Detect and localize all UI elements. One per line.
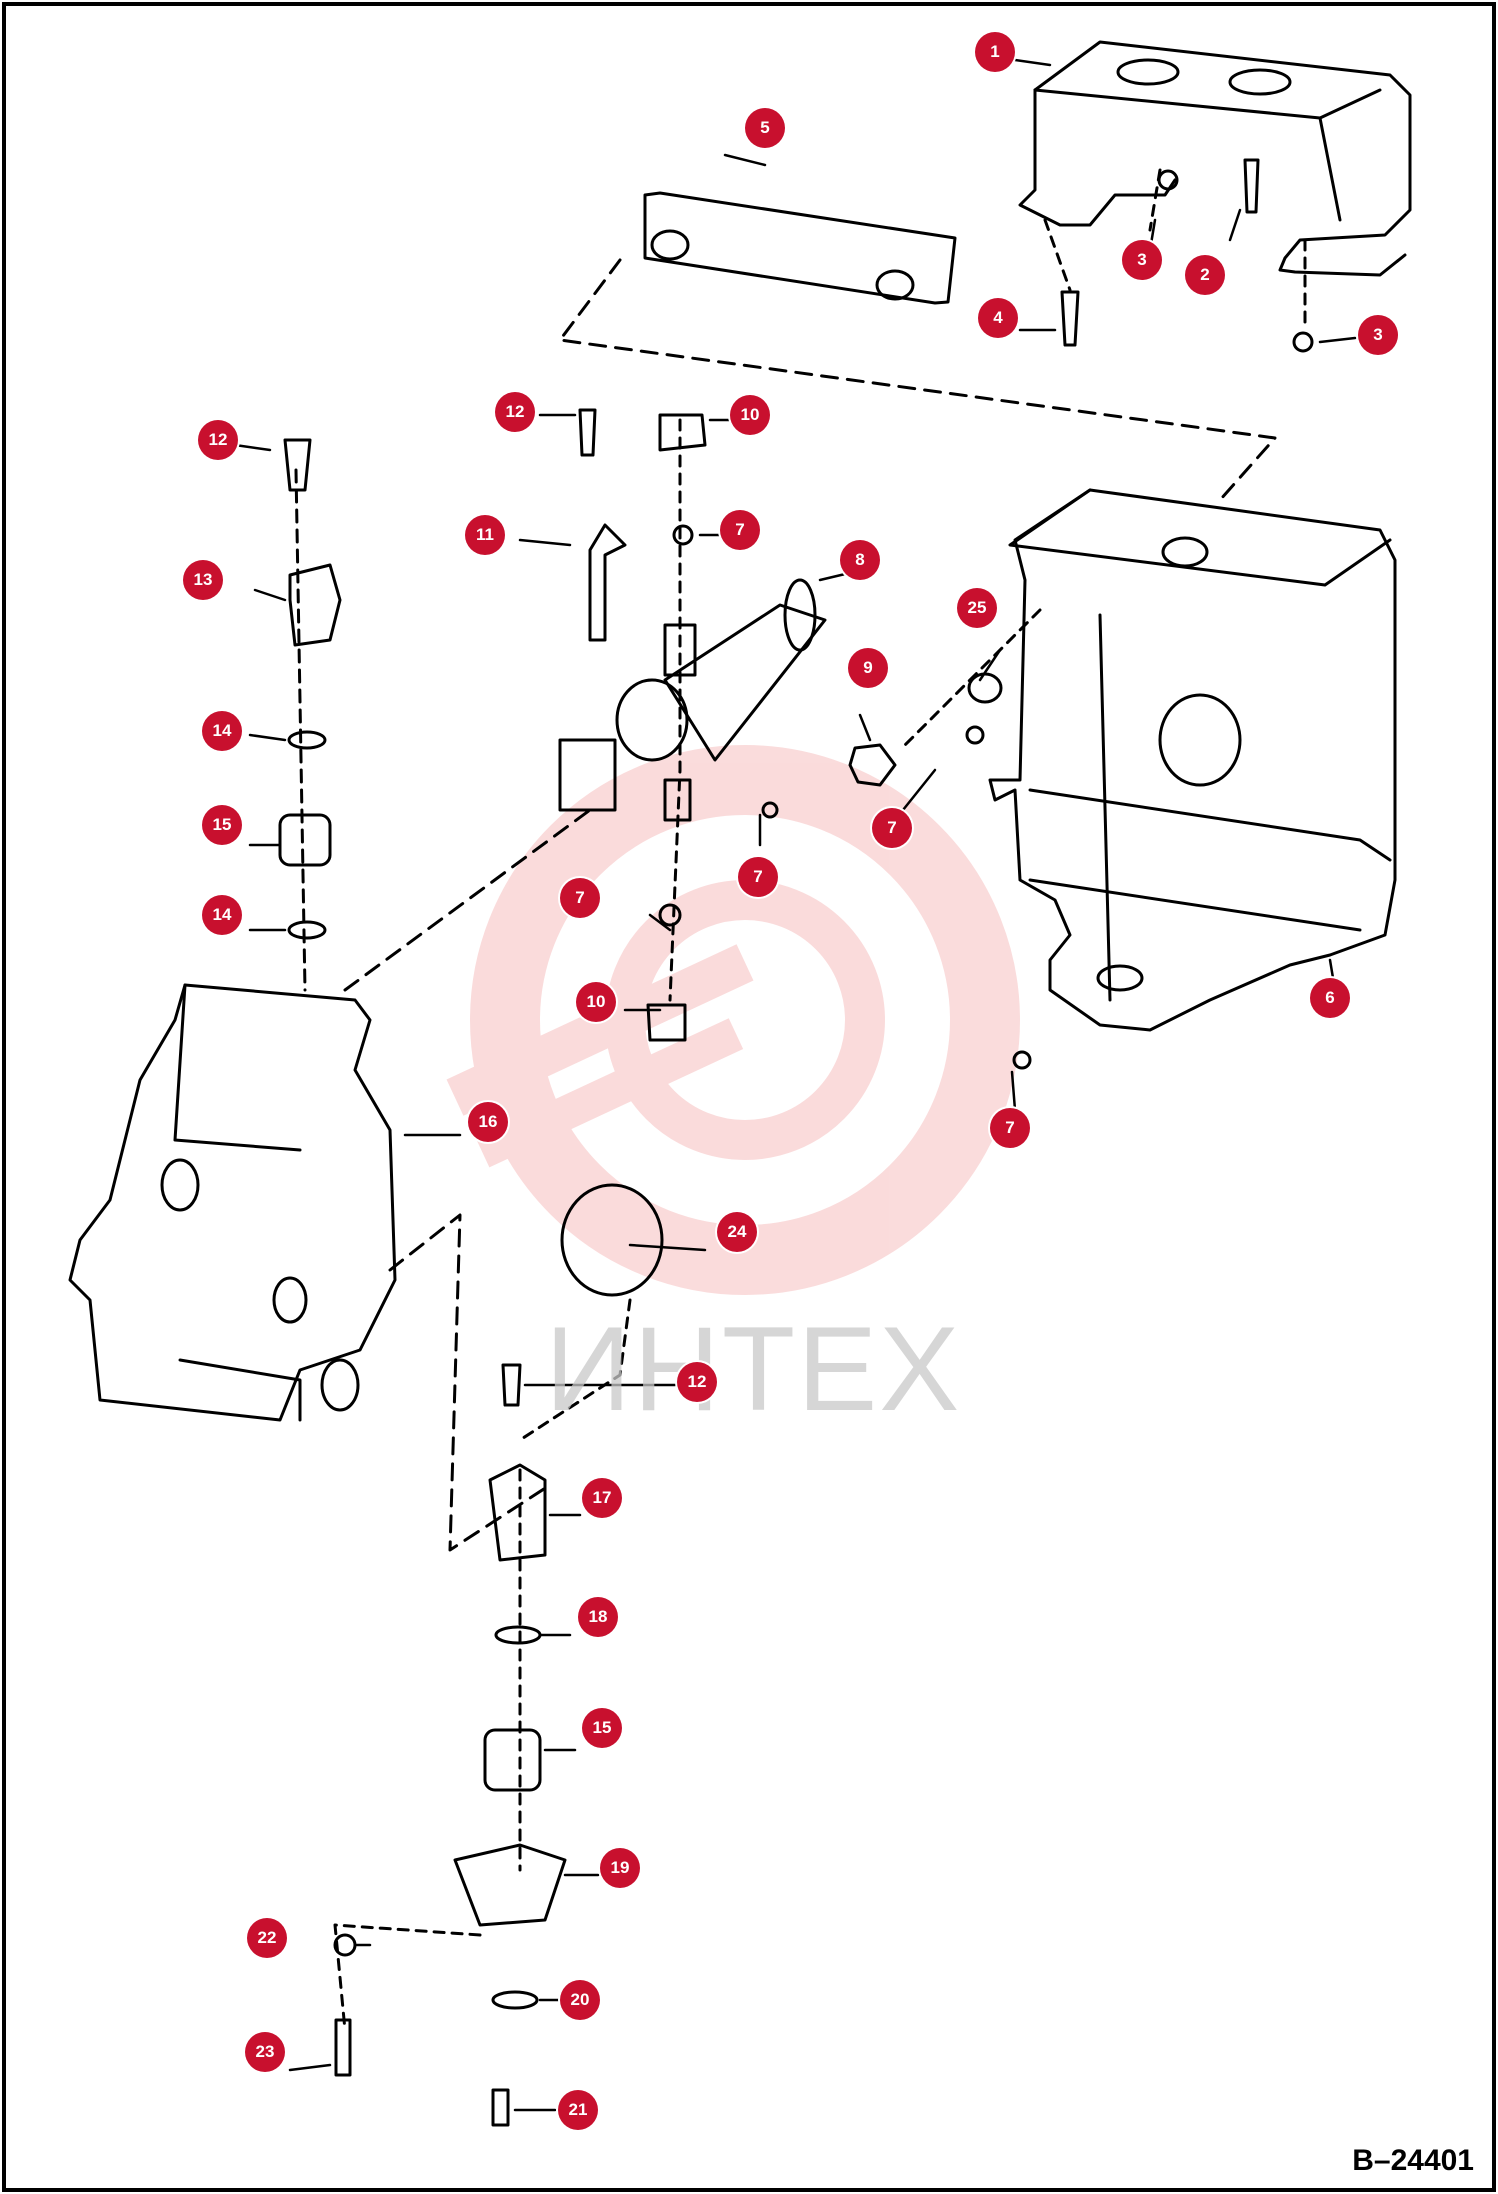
bolt-12b xyxy=(578,408,597,457)
part-pin-13 xyxy=(288,563,342,647)
callout-10a: 10 xyxy=(730,395,770,435)
part-washer-20 xyxy=(491,1990,539,2010)
callout-7c: 7 xyxy=(560,878,600,918)
callout-7d: 7 xyxy=(990,1108,1030,1148)
part-cover xyxy=(1018,40,1412,277)
callout-12b: 12 xyxy=(495,392,535,432)
callout-23: 23 xyxy=(245,2032,285,2072)
callout-4: 4 xyxy=(978,298,1018,338)
callout-19: 19 xyxy=(600,1848,640,1888)
part-flange xyxy=(453,1843,567,1927)
callout-6: 6 xyxy=(1310,978,1350,1018)
plug-7b xyxy=(761,801,779,819)
callout-24: 24 xyxy=(717,1212,757,1252)
part-washer-14a xyxy=(287,730,327,750)
part-bushing-15a xyxy=(278,813,332,867)
callout-21: 21 xyxy=(558,2090,598,2130)
callout-20: 20 xyxy=(560,1980,600,2020)
bolt-21 xyxy=(491,2088,510,2127)
plug-7d xyxy=(1012,1050,1032,1070)
plug-7a xyxy=(672,524,694,546)
plug-7e xyxy=(965,725,985,745)
callout-2: 2 xyxy=(1185,255,1225,295)
part-bracket xyxy=(68,983,397,1422)
callout-14b: 14 xyxy=(202,895,242,935)
plug-7c xyxy=(658,903,682,927)
cap-10b xyxy=(646,1003,687,1042)
nut-3a xyxy=(1157,169,1179,191)
callout-14a: 14 xyxy=(202,711,242,751)
part-washer-18 xyxy=(494,1625,542,1645)
callout-15b: 15 xyxy=(582,1708,622,1748)
callout-10b: 10 xyxy=(576,982,616,1022)
washer-25 xyxy=(967,672,1003,704)
callout-16: 16 xyxy=(468,1102,508,1142)
part-pin xyxy=(588,523,627,642)
callout-8: 8 xyxy=(840,540,880,580)
nut-3b xyxy=(1292,331,1314,353)
callout-5: 5 xyxy=(745,108,785,148)
callout-13: 13 xyxy=(183,560,223,600)
callout-3b: 3 xyxy=(1358,315,1398,355)
bolt-2 xyxy=(1243,158,1260,214)
callout-7a: 7 xyxy=(720,510,760,550)
part-washer-14b xyxy=(287,920,327,940)
part-bushing-15b xyxy=(483,1728,542,1792)
callout-11: 11 xyxy=(465,515,505,555)
nut-9 xyxy=(848,743,897,787)
callout-1: 1 xyxy=(975,32,1015,72)
bolt-12 xyxy=(283,438,312,492)
callout-12c: 12 xyxy=(677,1362,717,1402)
callout-7b: 7 xyxy=(738,857,778,897)
part-fitting xyxy=(488,1463,547,1562)
part-gasket xyxy=(560,1183,664,1297)
callout-7e: 7 xyxy=(872,808,912,848)
bolt-12c xyxy=(501,1363,522,1407)
callout-3a: 3 xyxy=(1122,240,1162,280)
cap-10a xyxy=(658,413,707,452)
part-housing xyxy=(988,488,1397,1032)
callout-17: 17 xyxy=(582,1478,622,1518)
callout-12a: 12 xyxy=(198,420,238,460)
watermark-gear-logo xyxy=(446,745,1020,1295)
part-cylinder xyxy=(615,578,827,822)
watermark-text: ИНТЕХ xyxy=(545,1302,962,1436)
callout-9: 9 xyxy=(848,648,888,688)
callout-18: 18 xyxy=(578,1597,618,1637)
callout-22: 22 xyxy=(247,1918,287,1958)
bolt-23 xyxy=(334,2018,352,2077)
bolt-4 xyxy=(1060,290,1080,347)
figure-id: B–24401 xyxy=(1352,2144,1474,2177)
part-plate xyxy=(643,191,957,305)
callout-25: 25 xyxy=(957,588,997,628)
callout-15a: 15 xyxy=(202,805,242,845)
